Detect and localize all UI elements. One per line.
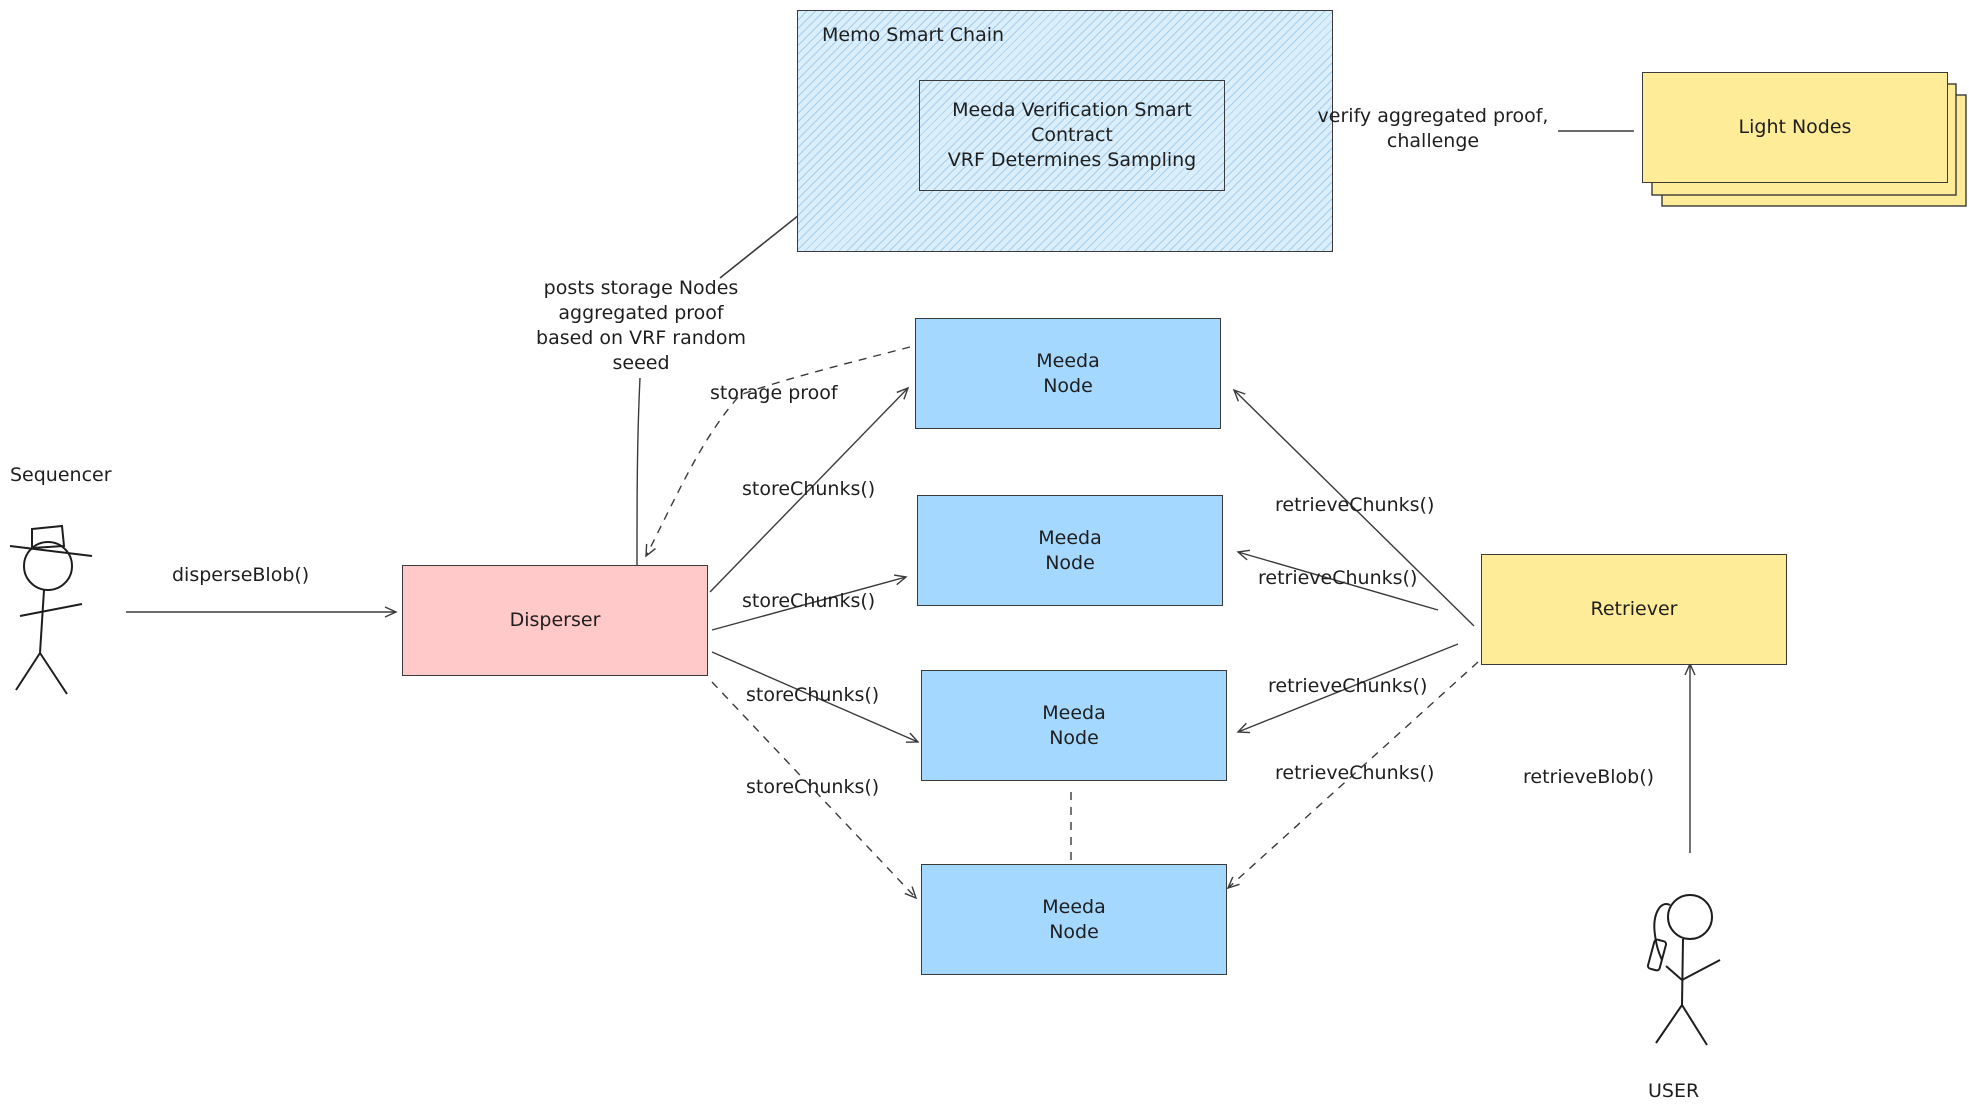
retriever-box: Retriever (1481, 554, 1787, 665)
retrieve-arrow-2 (1236, 549, 1439, 611)
user-label: USER (1648, 1080, 1700, 1102)
meeda-node-3-line-1: Meeda (1042, 701, 1106, 724)
retriever-label: Retriever (1590, 598, 1678, 620)
contract-line-1: Meeda Verification Smart (952, 99, 1192, 121)
retrieve-chunks-label-1: retrieveChunks() (1275, 494, 1435, 516)
meeda-node-4: Meeda Node (921, 864, 1227, 975)
retrieve-chunks-label-3: retrieveChunks() (1268, 675, 1428, 697)
meeda-node-4-line-2: Node (1049, 920, 1099, 943)
store-arrow-4 (711, 681, 918, 900)
sequencer-label: Sequencer (10, 464, 112, 486)
meeda-node-4-line-1: Meeda (1042, 895, 1106, 918)
meeda-node-3: Meeda Node (921, 670, 1227, 781)
posts-label-line-4: seeed (612, 352, 670, 374)
posts-label-line-3: based on VRF random (536, 327, 746, 349)
light-nodes-label: Light Nodes (1738, 116, 1852, 138)
store-chunks-label-1: storeChunks() (742, 478, 876, 500)
retrieve-arrow-3 (1236, 643, 1459, 734)
retrieve-blob-label: retrieveBlob() (1523, 766, 1655, 788)
store-arrow-3 (711, 651, 920, 743)
posts-line-lower (636, 377, 641, 566)
verify-label-line-1: verify aggregated proof, (1317, 105, 1549, 127)
posts-label-line-2: aggregated proof (558, 302, 724, 324)
verification-contract-box: Meeda Verification Smart Contract VRF De… (919, 80, 1225, 191)
contract-line-3: VRF Determines Sampling (947, 149, 1197, 171)
disperser-box: Disperser (402, 565, 708, 676)
memo-smart-chain-title: Memo Smart Chain (822, 24, 1005, 46)
retrieve-arrow-4 (1226, 661, 1479, 890)
posts-label-line-1: posts storage Nodes (543, 277, 739, 299)
retrieve-arrow-1 (1232, 388, 1475, 627)
posts-proof-label: posts storage Nodes aggregated proof bas… (520, 276, 762, 376)
meeda-node-2-line-1: Meeda (1038, 526, 1102, 549)
memo-smart-chain-region (797, 10, 1333, 252)
verify-label-line-2: challenge (1386, 130, 1480, 152)
storage-proof-arrow (645, 346, 911, 558)
meeda-node-2-line-2: Node (1045, 551, 1095, 574)
store-chunks-label-2: storeChunks() (742, 590, 876, 612)
meeda-node-1: Meeda Node (915, 318, 1221, 429)
store-arrow-2 (711, 574, 908, 631)
meeda-node-3-line-2: Node (1049, 726, 1099, 749)
disperse-blob-label: disperseBlob() (172, 564, 310, 586)
meeda-node-1-line-2: Node (1043, 374, 1093, 397)
contract-line-2: Contract (1031, 124, 1113, 146)
storage-proof-label: storage proof (710, 382, 838, 404)
store-chunks-label-3: storeChunks() (746, 684, 880, 706)
sequencer-icon (9, 524, 93, 695)
retrieve-chunks-label-4: retrieveChunks() (1275, 762, 1435, 784)
disperser-label: Disperser (509, 609, 601, 631)
meeda-node-1-line-1: Meeda (1036, 349, 1100, 372)
store-arrow-1 (709, 386, 910, 593)
light-nodes-box: Light Nodes (1642, 72, 1948, 183)
user-icon (1646, 894, 1721, 1046)
store-chunks-label-4: storeChunks() (746, 776, 880, 798)
verify-label: verify aggregated proof, challenge (1300, 104, 1566, 154)
meeda-node-2: Meeda Node (917, 495, 1223, 606)
retrieve-chunks-label-2: retrieveChunks() (1258, 567, 1418, 589)
